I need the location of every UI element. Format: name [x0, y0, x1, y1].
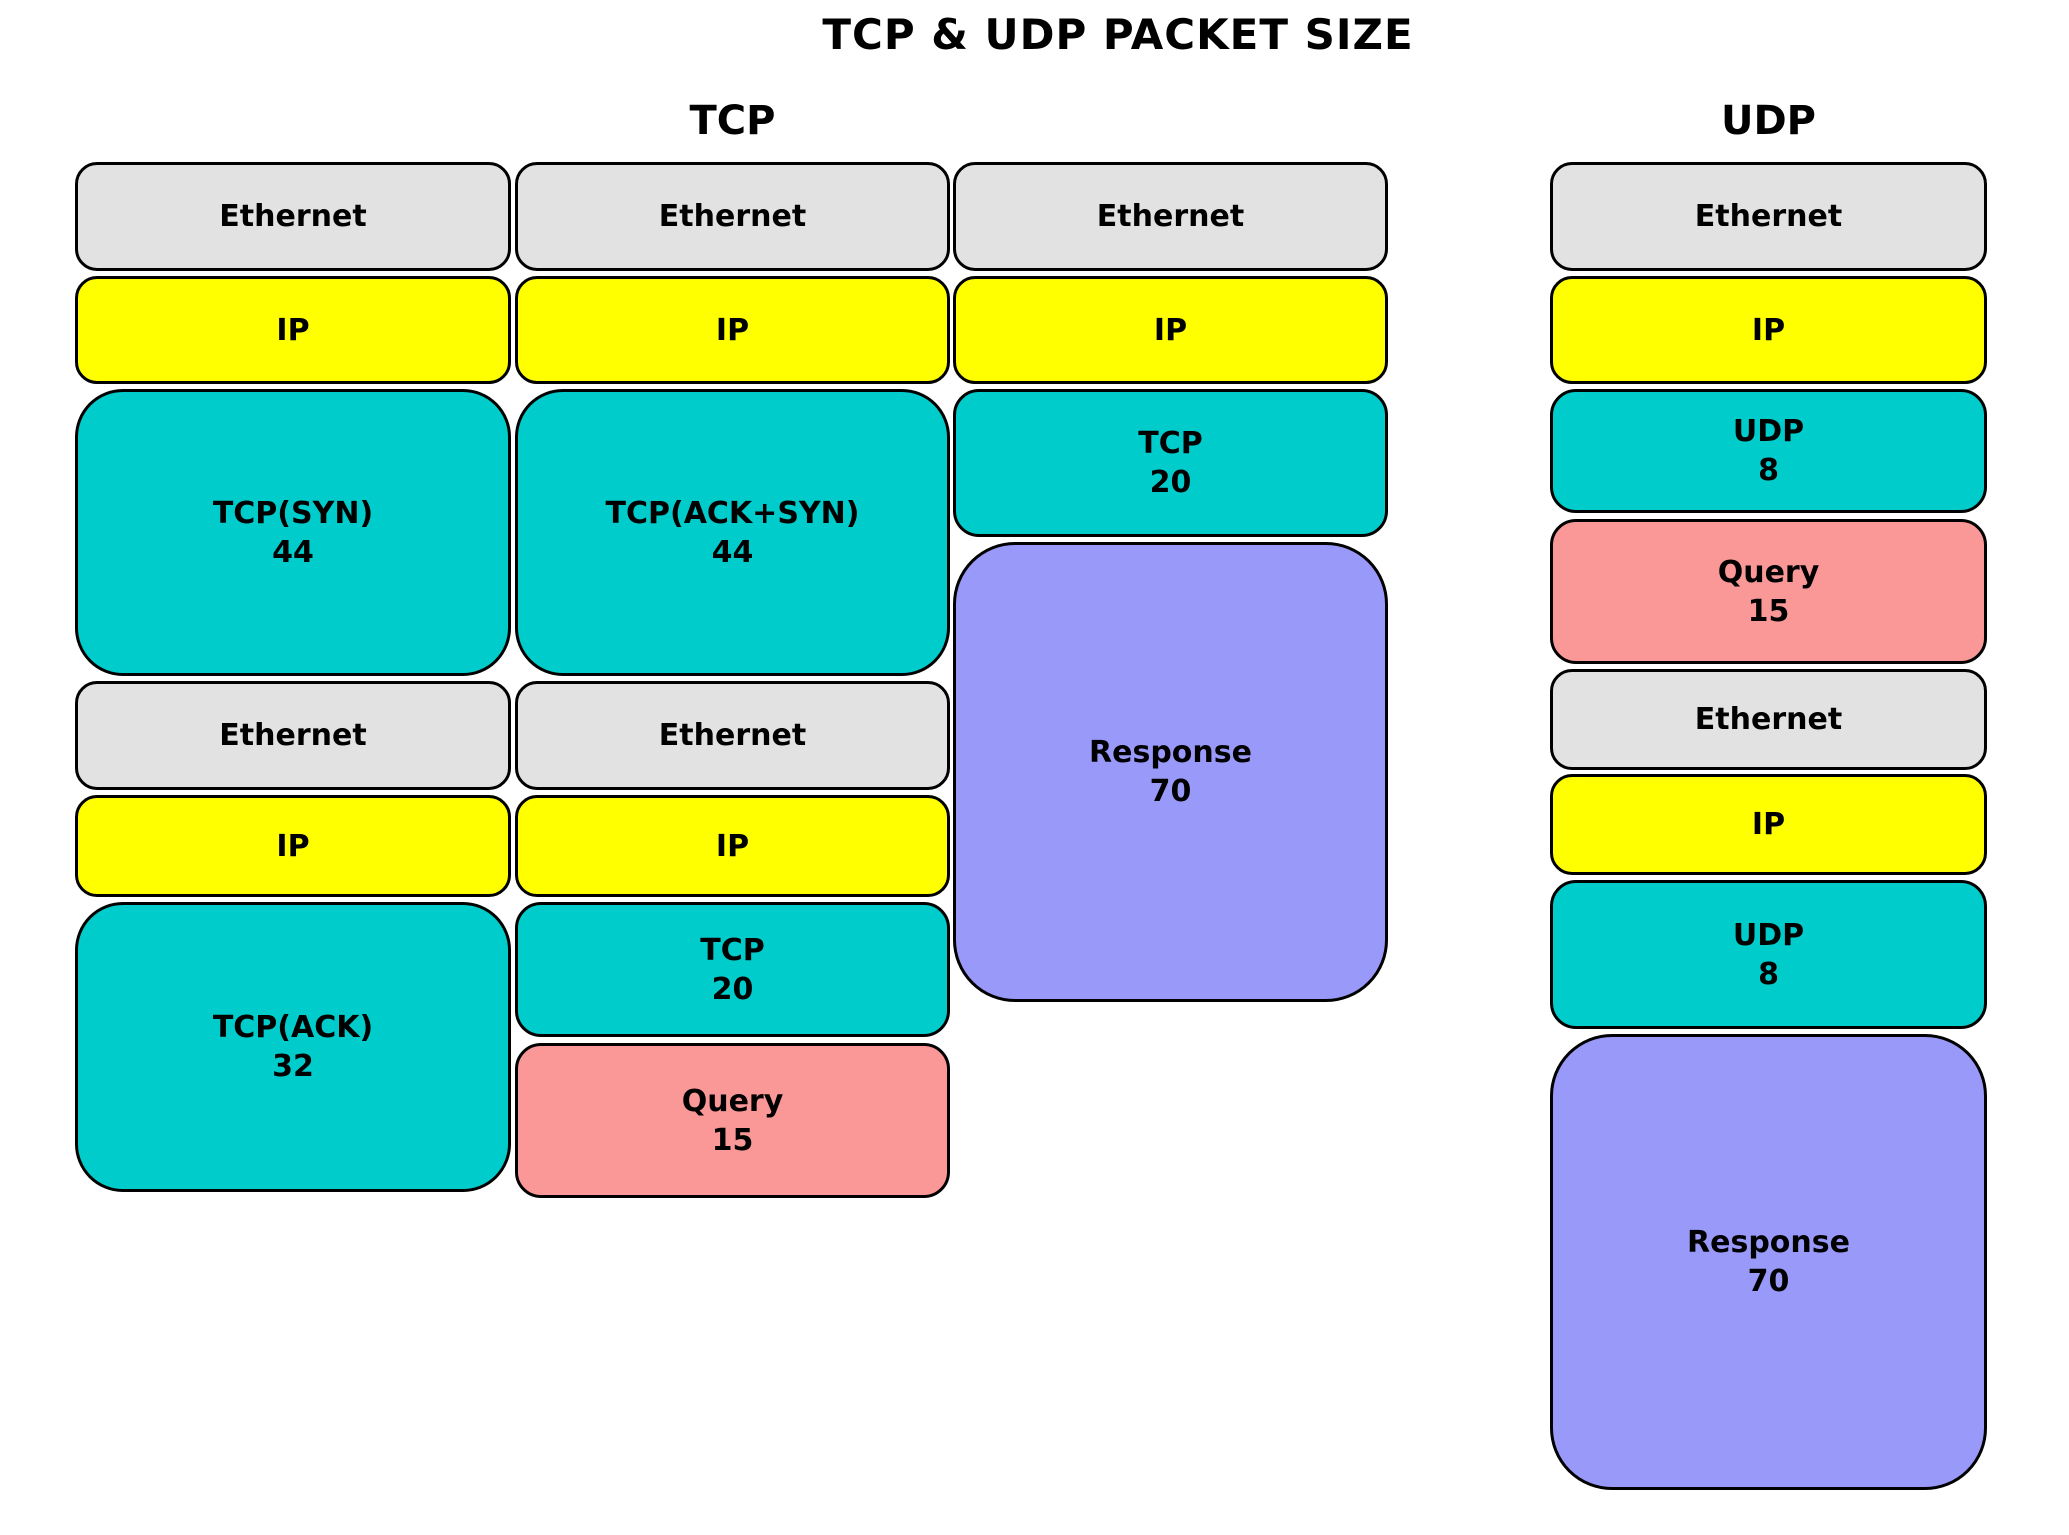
packet-box-label: Ethernet [1694, 702, 1843, 737]
packet-box-ip: IP [515, 276, 950, 384]
packet-box-size: 20 [711, 971, 754, 1007]
packet-box-ethernet: Ethernet [1550, 669, 1987, 770]
section-header-tcp: TCP [689, 98, 776, 144]
packet-box-label: Ethernet [1694, 199, 1843, 234]
packet-box-label: TCP(ACK+SYN) [605, 495, 860, 531]
section-header-udp: UDP [1721, 98, 1816, 144]
packet-box-size: 32 [272, 1049, 314, 1084]
packet-box-label: IP [276, 312, 310, 348]
packet-box-label: Ethernet [658, 199, 807, 234]
packet-box-label: TCP(ACK) [212, 1010, 374, 1045]
packet-box-ip: IP [1550, 774, 1987, 875]
packet-box-label: IP [715, 312, 750, 348]
packet-box-ethernet: Ethernet [953, 162, 1388, 271]
packet-box-label: IP [1751, 312, 1786, 348]
packet-box-ethernet: Ethernet [515, 162, 950, 271]
packet-box-response: Response 70 [1550, 1034, 1987, 1490]
diagram-title: TCP & UDP PACKET SIZE [822, 10, 1414, 59]
packet-box-label: TCP [700, 932, 765, 968]
packet-box-ethernet: Ethernet [75, 162, 511, 271]
packet-box-size: 8 [1758, 453, 1779, 488]
packet-box-size: 8 [1758, 956, 1779, 992]
packet-box-size: 70 [1149, 774, 1192, 809]
packet-box-tcp: TCP 20 [953, 389, 1388, 537]
packet-box-ethernet: Ethernet [515, 681, 950, 790]
packet-box-tcp-syn-: TCP(SYN)44 [75, 389, 511, 676]
packet-box-ip: IP [953, 276, 1388, 384]
packet-box-udp: UDP 8 [1550, 389, 1987, 513]
packet-box-label: IP [1153, 312, 1188, 348]
packet-box-label: Ethernet [219, 199, 367, 234]
packet-box-label: Ethernet [658, 718, 807, 753]
packet-box-ethernet: Ethernet [1550, 162, 1987, 271]
packet-box-label: IP [1751, 807, 1786, 842]
packet-box-label: Response [1687, 1225, 1850, 1260]
packet-box-label: Ethernet [219, 718, 367, 753]
packet-box-ip: IP [1550, 276, 1987, 384]
packet-box-label: Query [681, 1083, 784, 1119]
packet-box-size: 15 [1747, 593, 1790, 629]
packet-box-size: 15 [711, 1122, 754, 1158]
packet-box-label: Ethernet [1096, 199, 1245, 234]
packet-box-label: Query [1717, 554, 1820, 590]
packet-box-size: 20 [1149, 465, 1192, 500]
packet-box-response: Response 70 [953, 542, 1388, 1002]
packet-box-label: UDP [1732, 917, 1805, 953]
packet-box-ip: IP [75, 795, 511, 897]
packet-box-tcp-ack-syn-: TCP(ACK+SYN)44 [515, 389, 950, 676]
packet-box-label: TCP(SYN) [212, 495, 374, 531]
packet-box-label: UDP [1732, 414, 1805, 449]
packet-box-ethernet: Ethernet [75, 681, 511, 790]
packet-box-ip: IP [75, 276, 511, 384]
packet-box-tcp-ack-: TCP(ACK) 32 [75, 902, 511, 1192]
packet-box-label: TCP [1138, 426, 1203, 461]
packet-box-label: IP [276, 828, 310, 864]
packet-box-size: 70 [1747, 1264, 1790, 1299]
packet-box-label: Response [1089, 735, 1252, 770]
packet-box-size: 44 [711, 534, 754, 570]
packet-box-label: IP [715, 828, 750, 864]
packet-box-size: 44 [272, 534, 314, 570]
packet-box-ip: IP [515, 795, 950, 897]
